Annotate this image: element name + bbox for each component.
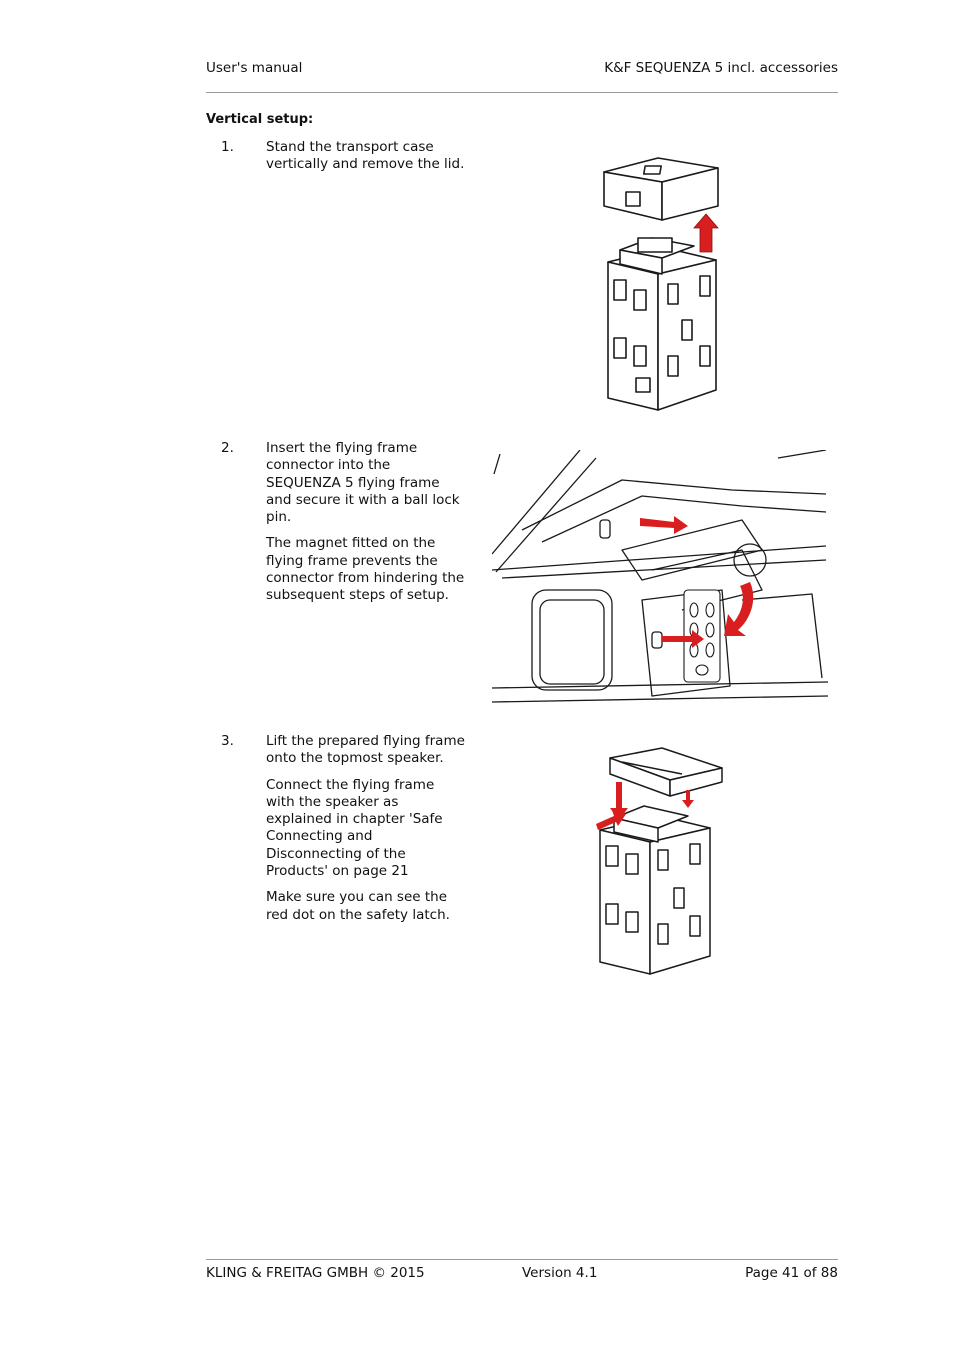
- header-divider: [206, 92, 838, 93]
- header-product-label: K&F SEQUENZA 5 incl. accessories: [604, 60, 838, 76]
- step-1-paragraph-1: Stand the transport case vertically and …: [266, 139, 465, 173]
- step-1-number: 1.: [221, 139, 234, 155]
- step-2-text: Insert the flying frame connector into t…: [266, 440, 466, 614]
- step-3-text: Lift the prepared flying frame onto the …: [266, 733, 466, 933]
- footer-version: Version 4.1: [522, 1265, 598, 1281]
- footer-divider: [206, 1259, 838, 1260]
- step-3-paragraph-3: Make sure you can see the red dot on the…: [266, 889, 450, 923]
- step-1-text: Stand the transport case vertically and …: [266, 139, 466, 183]
- page-header: User's manual K&F SEQUENZA 5 incl. acces…: [206, 60, 838, 82]
- step-3-paragraph-2: Connect the flying frame with the speake…: [266, 776, 443, 880]
- flying-frame-mounting-illustration: [596, 747, 723, 975]
- step-2-paragraph-1: Insert the flying frame connector into t…: [266, 440, 460, 526]
- transport-case-lid-removal-illustration: [603, 157, 719, 411]
- step-3-number: 3.: [221, 733, 234, 749]
- flying-frame-connector-detail-illustration: [492, 450, 828, 703]
- step-2-number: 2.: [221, 440, 234, 456]
- step-2-paragraph-2: The magnet fitted on the flying frame pr…: [266, 535, 465, 604]
- header-manual-label: User's manual: [206, 60, 303, 76]
- footer-copyright: KLING & FREITAG GMBH © 2015: [206, 1265, 425, 1281]
- footer-page-number: Page 41 of 88: [745, 1265, 838, 1281]
- step-3-paragraph-1: Lift the prepared flying frame onto the …: [266, 733, 465, 767]
- section-title: Vertical setup:: [206, 112, 314, 127]
- page-footer: KLING & FREITAG GMBH © 2015 Version 4.1 …: [206, 1265, 838, 1287]
